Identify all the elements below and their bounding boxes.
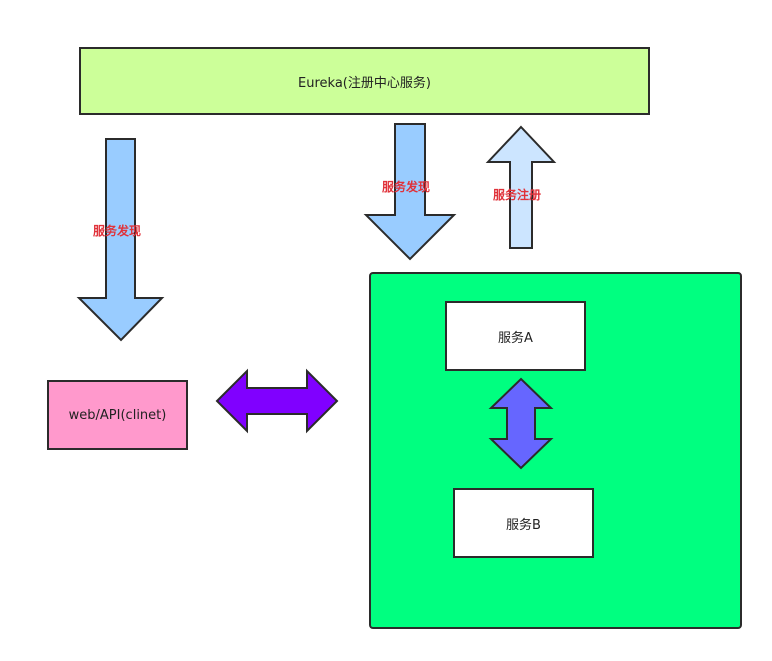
service-b-node: 服务B [453,488,594,558]
eureka-node: Eureka(注册中心服务) [79,47,650,115]
discovery-arrow-left [76,138,165,342]
register-arrow [485,125,557,249]
service-a-label: 服务A [498,330,533,346]
register-label: 服务注册 [493,188,542,202]
service-ab-double-arrow [488,377,554,470]
service-b-label: 服务B [506,517,541,533]
service-a-node: 服务A [445,301,586,371]
discovery-label-right: 服务发现 [382,180,431,194]
discovery-arrow-right [363,123,457,261]
eureka-label: Eureka(注册中心服务) [298,75,431,91]
discovery-label-left: 服务发现 [93,224,142,238]
client-label: web/API(clinet) [68,407,167,423]
client-services-double-arrow [215,368,339,434]
client-node: web/API(clinet) [47,380,188,450]
